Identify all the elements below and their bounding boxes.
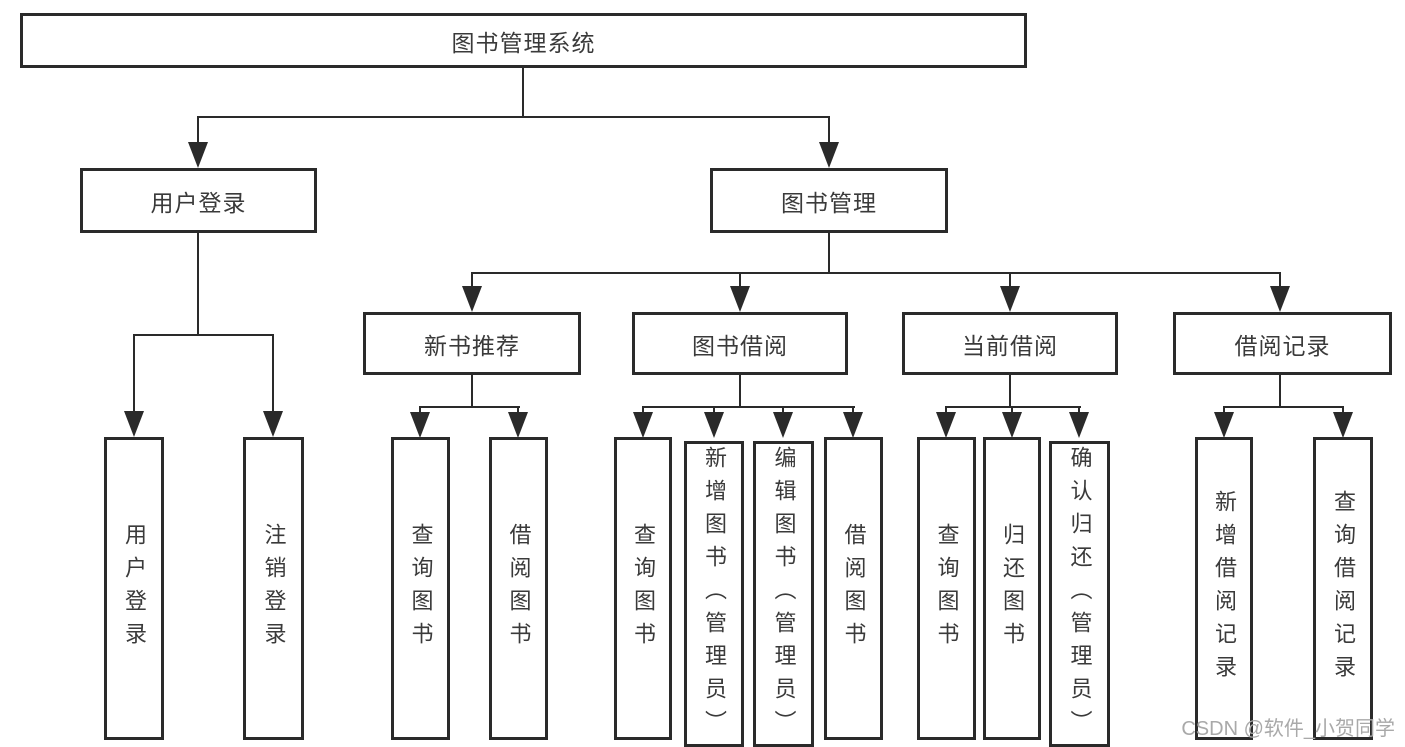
- node-query-borrow-record: 查询借阅记录: [1313, 437, 1373, 740]
- node-label: 图书管理系统: [451, 29, 596, 56]
- node-label: 新书推荐: [424, 332, 520, 359]
- node-borrow-books-action: 借阅图书: [824, 437, 883, 740]
- connector-line: [133, 334, 135, 413]
- connector-line: [782, 406, 784, 414]
- node-label: 查询图书: [934, 522, 960, 655]
- node-label: 当前借阅: [962, 332, 1058, 359]
- connector-line: [852, 406, 854, 414]
- arrowhead-down-icon: [188, 142, 208, 168]
- node-current-borrowing: 当前借阅: [902, 312, 1118, 375]
- connector-line: [198, 116, 830, 118]
- connector-line: [642, 406, 855, 408]
- arrowhead-down-icon: [819, 142, 839, 168]
- connector-line: [133, 334, 274, 336]
- connector-line: [471, 375, 473, 408]
- arrowhead-down-icon: [773, 412, 793, 438]
- node-label: 借阅图书: [841, 522, 867, 655]
- arrowhead-down-icon: [410, 412, 430, 438]
- node-add-books-admin: 新增图书（管理员）: [684, 441, 744, 747]
- arrowhead-down-icon: [633, 412, 653, 438]
- node-label: 归还图书: [1000, 522, 1025, 655]
- connector-line: [471, 272, 473, 288]
- arrowhead-down-icon: [704, 412, 724, 438]
- node-label: 借阅图书: [506, 522, 532, 655]
- node-add-borrow-record: 新增借阅记录: [1195, 437, 1253, 740]
- node-label: 编辑图书（管理员）: [771, 445, 797, 743]
- node-label: 确认归还（管理员）: [1067, 445, 1093, 743]
- connector-line: [272, 334, 274, 413]
- arrowhead-down-icon: [843, 412, 863, 438]
- connector-line: [1009, 272, 1011, 288]
- connector-line: [1223, 406, 1344, 408]
- connector-line: [1342, 406, 1344, 414]
- node-book-management: 图书管理: [710, 168, 948, 233]
- arrowhead-down-icon: [263, 411, 283, 437]
- arrowhead-down-icon: [1333, 412, 1353, 438]
- connector-line: [419, 406, 421, 414]
- connector-line: [1078, 406, 1080, 414]
- node-borrowing-records: 借阅记录: [1173, 312, 1392, 375]
- node-label: 查询图书: [631, 522, 656, 655]
- connector-line: [197, 233, 199, 336]
- connector-line: [197, 116, 199, 144]
- node-edit-books-admin: 编辑图书（管理员）: [753, 441, 814, 747]
- node-return-books: 归还图书: [983, 437, 1041, 740]
- arrowhead-down-icon: [1214, 412, 1234, 438]
- connector-line: [1279, 375, 1281, 408]
- connector-line: [471, 272, 1281, 274]
- arrowhead-down-icon: [730, 286, 750, 312]
- arrowhead-down-icon: [936, 412, 956, 438]
- csdn-watermark: CSDN @软件_小贺同学: [1181, 718, 1395, 740]
- connector-line: [1009, 375, 1011, 408]
- node-label: 图书借阅: [692, 332, 788, 359]
- connector-line: [828, 116, 830, 144]
- node-user-login: 用户登录: [80, 168, 317, 233]
- node-book-borrowing: 图书借阅: [632, 312, 848, 375]
- node-label: 注销登录: [261, 522, 287, 655]
- node-logout-action: 注销登录: [243, 437, 304, 740]
- arrowhead-down-icon: [124, 411, 144, 437]
- node-query-books-borrow: 查询图书: [614, 437, 672, 740]
- connector-line: [828, 233, 830, 274]
- connector-line: [522, 67, 524, 118]
- arrowhead-down-icon: [1000, 286, 1020, 312]
- node-label: 查询图书: [408, 522, 434, 655]
- connector-line: [713, 406, 715, 414]
- node-label: 借阅记录: [1234, 332, 1331, 359]
- arrowhead-down-icon: [1270, 286, 1290, 312]
- node-label: 用户登录: [150, 189, 247, 216]
- node-borrow-books-recommend: 借阅图书: [489, 437, 548, 740]
- connector-line: [642, 406, 644, 414]
- node-user-login-action: 用户登录: [104, 437, 164, 740]
- node-query-books-current: 查询图书: [917, 437, 976, 740]
- node-library-management-system: 图书管理系统: [20, 13, 1027, 68]
- node-label: 用户登录: [122, 522, 147, 655]
- arrowhead-down-icon: [508, 412, 528, 438]
- node-label: 查询借阅记录: [1331, 489, 1356, 688]
- node-label: 图书管理: [781, 189, 877, 216]
- connector-line: [739, 272, 741, 288]
- connector-line: [945, 406, 1081, 408]
- arrowhead-down-icon: [462, 286, 482, 312]
- arrowhead-down-icon: [1069, 412, 1089, 438]
- connector-line: [1011, 406, 1013, 414]
- connector-line: [1279, 272, 1281, 288]
- connector-line: [945, 406, 947, 414]
- node-label: 新增图书（管理员）: [702, 445, 727, 743]
- node-label: 新增借阅记录: [1212, 489, 1237, 688]
- node-query-books-recommend: 查询图书: [391, 437, 450, 740]
- connector-line: [1223, 406, 1225, 414]
- node-confirm-return-admin: 确认归还（管理员）: [1049, 441, 1110, 747]
- connector-line: [517, 406, 519, 414]
- connector-line: [739, 375, 741, 408]
- node-new-book-recommendation: 新书推荐: [363, 312, 581, 375]
- arrowhead-down-icon: [1002, 412, 1022, 438]
- connector-line: [419, 406, 520, 408]
